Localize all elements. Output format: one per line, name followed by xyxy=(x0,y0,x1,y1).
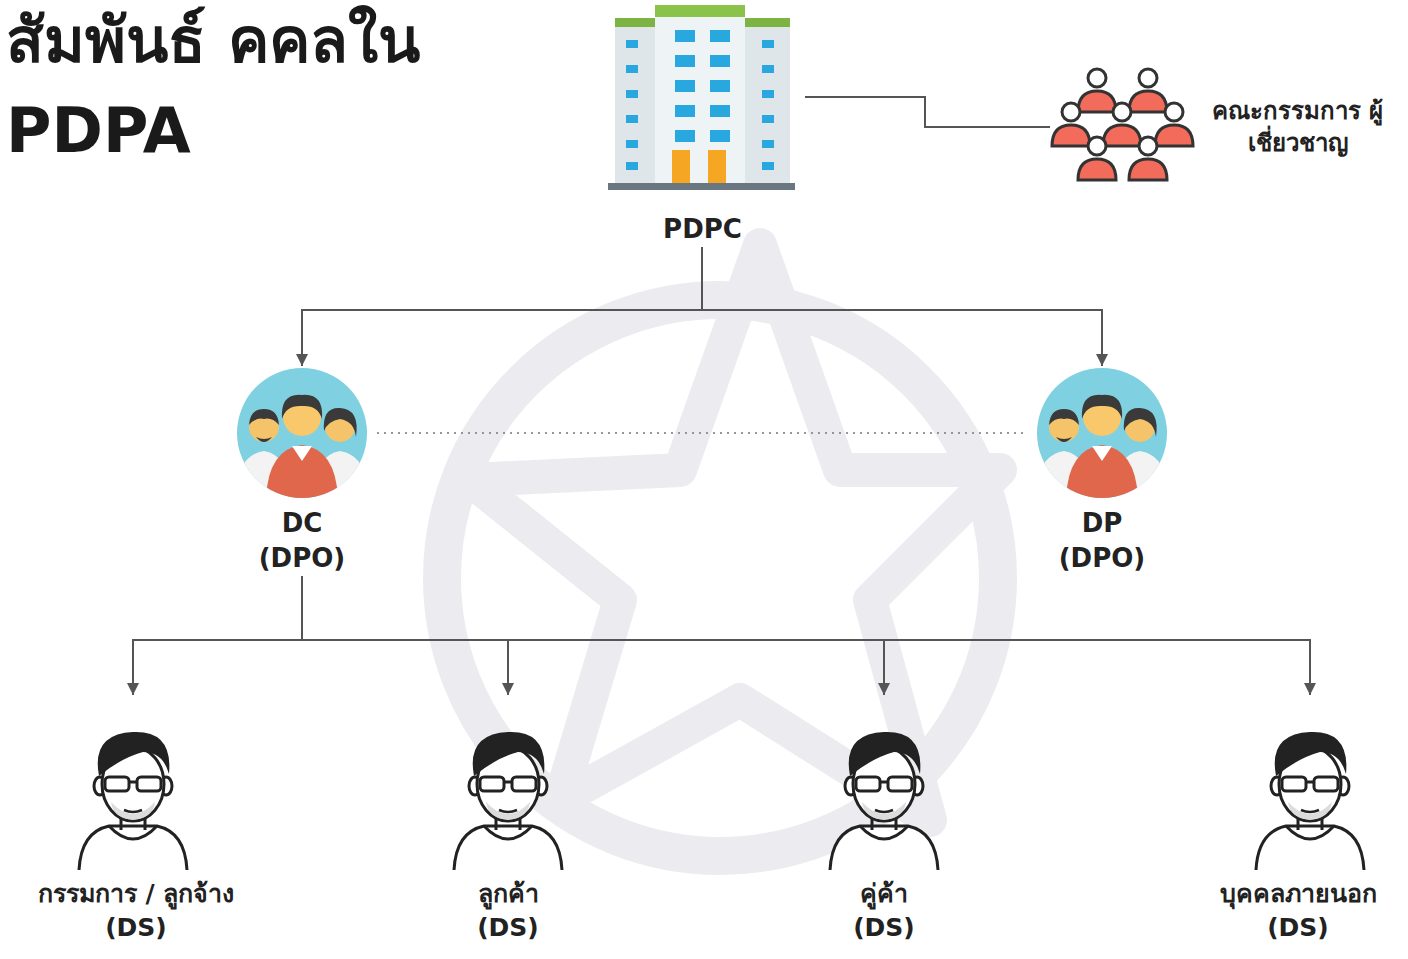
subject-node: กรรมการ / ลูกจ้าง (DS) xyxy=(5,695,267,945)
connector-arrow xyxy=(302,576,1310,695)
node-label: ลูกค้า (DS) xyxy=(450,877,566,945)
connector-arrow xyxy=(702,247,1102,366)
connector-arrow xyxy=(805,97,1050,127)
connector-arrow xyxy=(302,247,702,366)
node-label: DC (DPO) xyxy=(246,506,358,576)
node-label: คณะกรรมการ ผู้เชี่ยวชาญ xyxy=(1192,95,1404,160)
node-label: PDPC xyxy=(603,212,803,247)
controller-node: DC (DPO) xyxy=(227,366,377,576)
processor-node: DP (DPO) xyxy=(1027,366,1177,576)
node-label: บุคคลภายนอก (DS) xyxy=(1192,877,1404,945)
committee-node: คณะกรรมการ ผู้เชี่ยวชาญ xyxy=(1050,62,1405,192)
diagram-title: สัมพันธ์ คคลใน PDPA xyxy=(6,0,566,176)
subject-node: ลูกค้า (DS) xyxy=(450,695,566,945)
subject-node: คู่ค้า (DS) xyxy=(826,695,942,945)
dotted-link xyxy=(377,432,1027,434)
connector-arrow xyxy=(302,576,884,695)
node-label: คู่ค้า (DS) xyxy=(826,877,942,945)
node-label: DP (DPO) xyxy=(1046,506,1158,576)
authority-node: PDPC xyxy=(600,0,805,247)
person-icon xyxy=(79,732,1364,870)
building-icon xyxy=(608,5,795,190)
connector-arrow xyxy=(133,576,302,695)
node-label: กรรมการ / ลูกจ้าง (DS) xyxy=(5,877,267,945)
committee-icon xyxy=(1052,69,1193,180)
subject-node: บุคคลภายนอก (DS) xyxy=(1192,695,1404,945)
team-icon xyxy=(236,368,1168,499)
connector-arrow xyxy=(302,576,508,695)
